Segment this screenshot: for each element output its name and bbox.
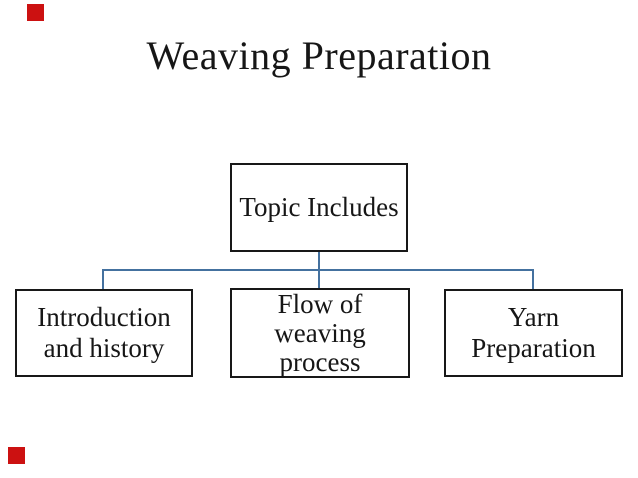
connector-horizontal-line — [102, 269, 534, 271]
diagram-box-topic-includes-label: Topic Includes — [239, 192, 399, 222]
slide-title: Weaving Preparation — [146, 33, 492, 78]
diagram-box-flow-of-weaving-process: Flow of weaving process — [230, 288, 410, 378]
diagram-box-yarn-preparation-label-line2: Preparation — [471, 333, 596, 363]
diagram-box-introduction-and-history: Introduction and history — [15, 289, 193, 377]
bottom-left-red-square-decoration — [8, 447, 25, 464]
diagram-box-flow-of-weaving-process-label-line2: weaving — [274, 317, 366, 348]
diagram-box-topic-includes: Topic Includes — [230, 163, 408, 252]
diagram-box-yarn-preparation: Yarn Preparation — [444, 289, 623, 377]
diagram-box-flow-of-weaving-process-label-line1: Flow of — [277, 288, 363, 319]
diagram-box-introduction-and-history-label-line2: and history — [43, 333, 165, 363]
connector-right-drop-line — [532, 269, 534, 289]
diagram-box-flow-of-weaving-process-label-line3: process — [279, 346, 361, 377]
top-left-red-square-decoration — [27, 4, 44, 21]
diagram-box-yarn-preparation-label-line1: Yarn — [507, 302, 560, 332]
diagram-box-introduction-and-history-label-line1: Introduction — [37, 302, 171, 332]
connector-left-drop-line — [102, 269, 104, 289]
